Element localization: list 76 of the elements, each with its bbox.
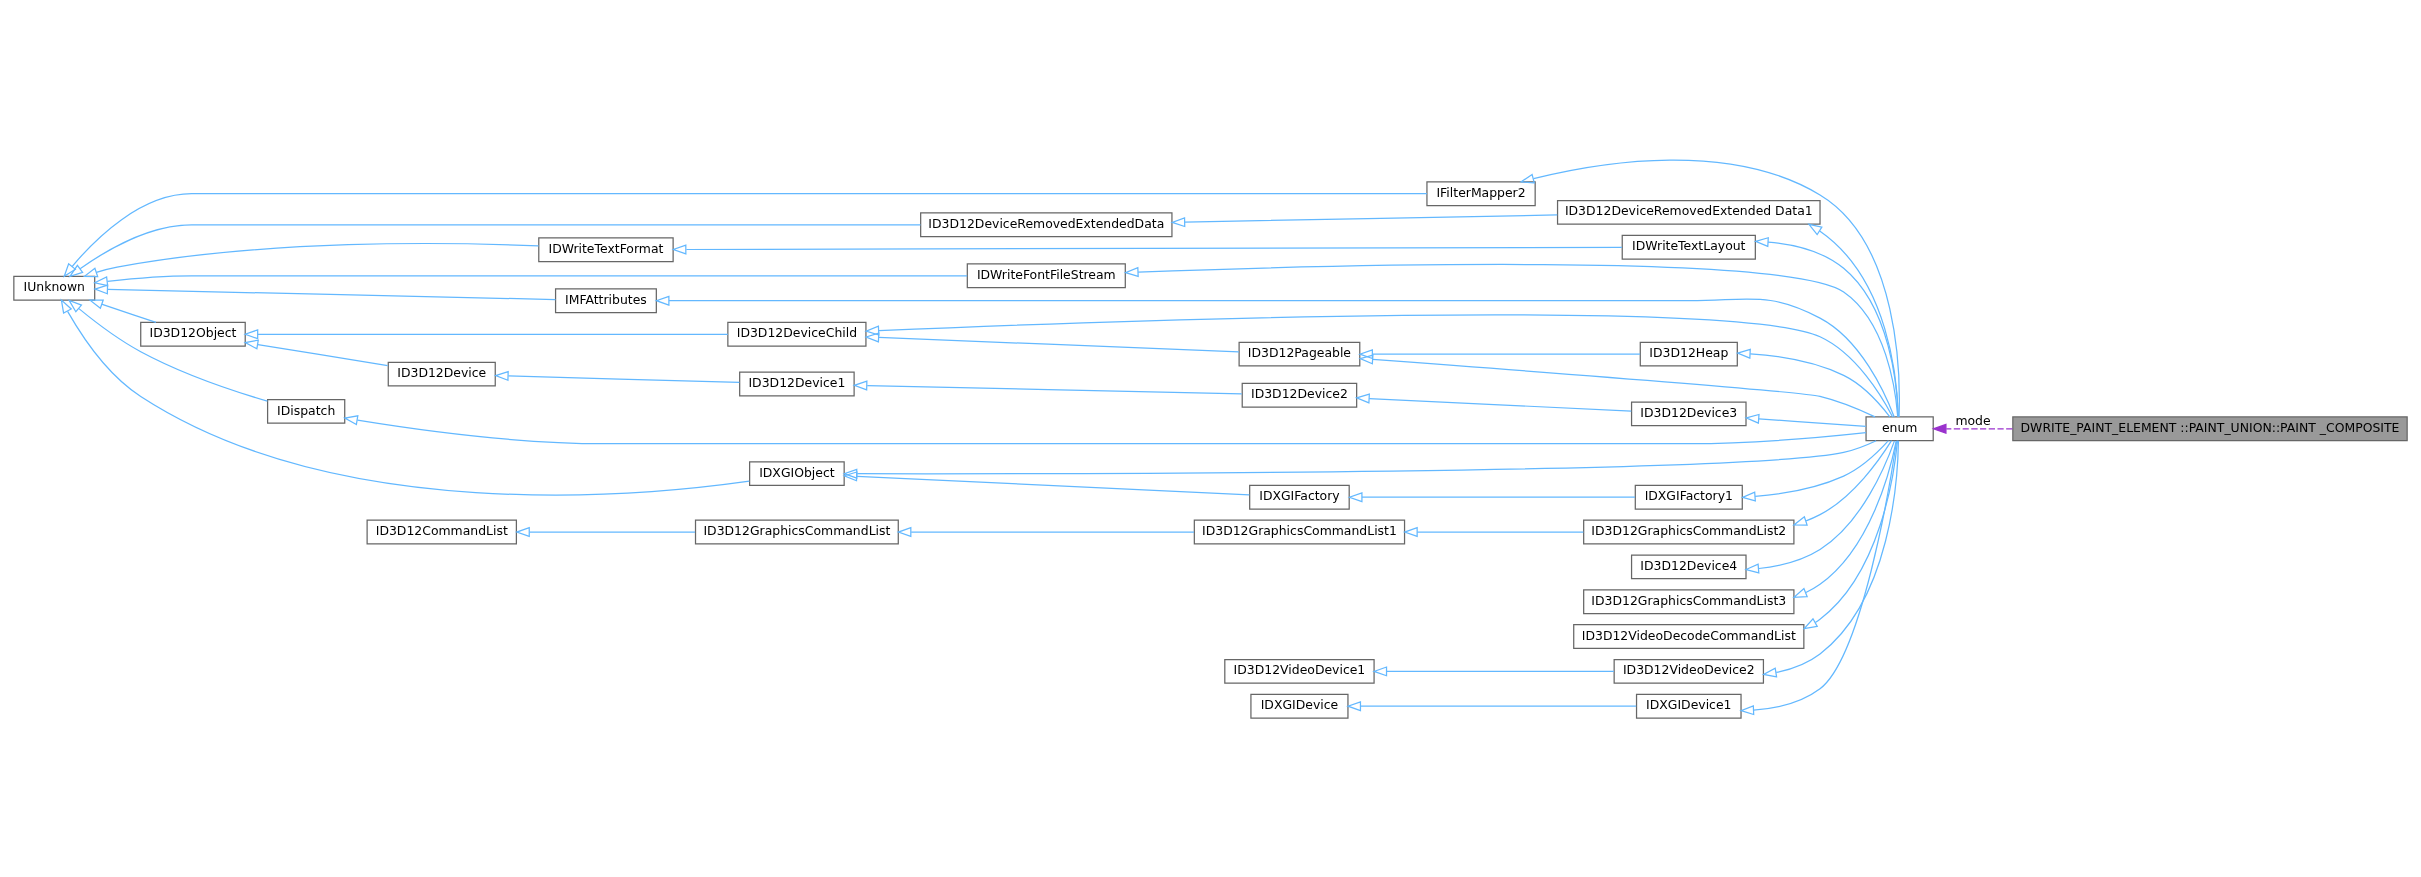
node-box: IFilterMapper2 (1426, 180, 1536, 206)
node-box: IDXGIObject (749, 460, 845, 486)
node-box: ID3D12GraphicsCommandList (694, 519, 899, 544)
arrow (93, 283, 557, 300)
arrow (67, 298, 269, 402)
arrow (1735, 348, 1891, 417)
arrow (654, 294, 1895, 418)
arrow (1402, 526, 1584, 537)
node-box: enum (1865, 415, 1934, 441)
arrow (514, 526, 696, 537)
arrow (1753, 236, 1899, 417)
arrow (1802, 439, 1899, 629)
node-box: ID3D12DeviceRemovedExtended Data1 (1556, 199, 1821, 225)
arrow (68, 223, 922, 277)
node-box: ID3D12Device4 (1630, 553, 1747, 579)
arrow (864, 313, 1894, 418)
arrow (1792, 439, 1893, 526)
node-box: ID3D12DeviceRemovedExtendedData (920, 211, 1173, 237)
edge-label: mode (1955, 412, 1991, 428)
node-box: ID3D12GraphicsCommandList3 (1583, 588, 1795, 614)
node-box: ID3D12Object (140, 321, 246, 347)
node-box: ID3D12Device (387, 361, 496, 386)
arrow (1761, 439, 1900, 678)
arrow (63, 192, 1428, 278)
arrow (852, 379, 1243, 395)
arrow (243, 328, 729, 339)
node-box: ID3D12CommandList (366, 519, 517, 544)
node-box: DWRITE_PAINT_ELEMENT ::PAINT_UNION::PAINT _COMPOSITE (2012, 415, 2408, 441)
node-box: ID3D12GraphicsCommandList2 (1583, 519, 1795, 544)
node-box: IUnknown (13, 275, 96, 301)
arrow (1740, 439, 1890, 502)
arrow (1744, 439, 1896, 574)
node-box: ID3D12VideoDevice2 (1613, 658, 1765, 684)
node-box: ID3D12Heap (1639, 341, 1738, 367)
node-box: IDXGIFactory (1249, 484, 1350, 510)
node-box: ID3D12VideoDecodeCommandList (1573, 623, 1805, 649)
node-box: IDXGIFactory1 (1634, 484, 1743, 510)
node-box: ID3D12Device2 (1241, 382, 1358, 408)
arrow (1354, 392, 1632, 412)
node-box: ID3D12VideoDevice1 (1224, 658, 1375, 684)
arrow (342, 414, 1867, 444)
arrow (1519, 158, 1900, 418)
arrow (1744, 413, 1867, 427)
node-box: IDWriteTextFormat (538, 236, 674, 262)
arrow (243, 338, 389, 366)
node-box: ID3D12Device3 (1630, 400, 1747, 426)
node-box: IDispatch (267, 398, 346, 424)
arrow (1792, 439, 1897, 598)
arrow (864, 331, 1240, 352)
arrow (1123, 263, 1899, 417)
arrow (493, 370, 740, 383)
arrow (842, 439, 1877, 479)
node-box: IDXGIDevice (1250, 693, 1349, 719)
arrow (92, 274, 968, 286)
node-box: IDWriteFontFileStream (966, 262, 1126, 288)
node-box: IDXGIDevice1 (1635, 693, 1742, 719)
arrow (671, 243, 1623, 255)
arrow (896, 526, 1195, 537)
node-box: IDWriteTextLayout (1621, 234, 1756, 260)
node-box: ID3D12Pageable (1238, 341, 1361, 367)
node-box: ID3D12Device1 (739, 371, 855, 396)
node-box: ID3D12GraphicsCommandList1 (1193, 519, 1406, 544)
node-box: IMFAttributes (554, 287, 657, 313)
arrow (60, 297, 750, 495)
arrow (842, 470, 1250, 496)
arrow (1346, 700, 1637, 711)
arrow (1931, 423, 2014, 434)
arrow (82, 242, 540, 277)
arrow (88, 298, 157, 323)
node-box: ID3D12DeviceChild (727, 321, 867, 347)
arrow (1739, 439, 1898, 715)
arrow (1358, 353, 1876, 418)
arrow (1170, 213, 1558, 227)
arrow (1372, 665, 1615, 677)
arrow (1347, 491, 1636, 502)
arrow (1358, 348, 1641, 359)
